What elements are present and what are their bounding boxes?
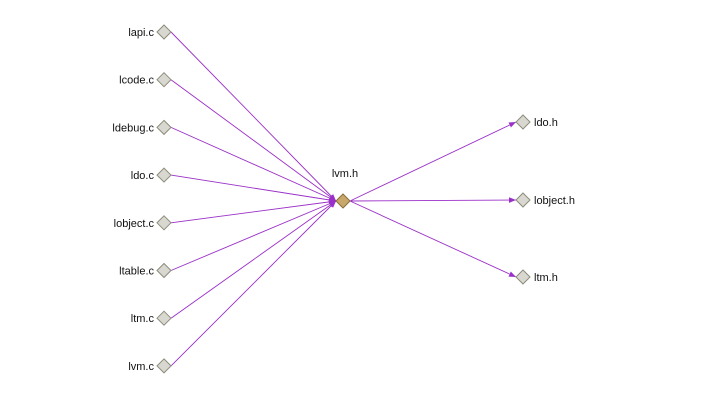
node-lvm-c[interactable]: lvm.c (128, 358, 172, 374)
node-ltm-h-label: ltm.h (534, 272, 558, 284)
node-lobject-h[interactable]: lobject.h (515, 192, 575, 208)
node-ltm-c-label: ltm.c (131, 313, 155, 325)
edge-lobject_c-to-lvm_h (170, 199, 337, 224)
node-focus-lvm-h[interactable]: lvm.h (332, 168, 358, 209)
node-ltable-c-diamond[interactable] (156, 262, 172, 279)
node-ldebug-c-label: ldebug.c (112, 122, 154, 134)
node-lapi-c-diamond[interactable] (156, 24, 172, 40)
node-lapi-c-label: lapi.c (128, 27, 154, 39)
node-lapi-c[interactable]: lapi.c (128, 24, 172, 40)
node-lobject-h-diamond[interactable] (515, 192, 531, 208)
edge-ltable_c-to-lvm_h (170, 200, 337, 271)
node-lobject-c-label: lobject.c (114, 218, 155, 230)
node-ltm-c-diamond[interactable] (156, 310, 172, 326)
nodes-layer: lapi.c lcode.c ldebug.c ldo.c lobject.c ltabl… (112, 24, 575, 374)
node-ltm-c[interactable]: ltm.c (131, 310, 172, 326)
node-ldebug-c[interactable]: ldebug.c (112, 119, 172, 136)
node-ldebug-c-diamond[interactable] (156, 119, 172, 136)
edge-lcode_c-to-lvm_h (170, 79, 337, 202)
edges-layer (170, 31, 517, 367)
node-ldo-h[interactable]: ldo.h (515, 114, 558, 130)
edge-lvm_h-to-ltm_h (349, 200, 517, 278)
node-ldo-h-label: ldo.h (534, 117, 558, 129)
node-ltm-h-diamond[interactable] (515, 269, 531, 285)
node-ltm-h[interactable]: ltm.h (515, 269, 558, 285)
edge-ltm_c-to-lvm_h (170, 200, 337, 319)
node-lcode-c[interactable]: lcode.c (119, 71, 172, 88)
node-focus-lvm-h-diamond[interactable] (335, 193, 351, 209)
node-lvm-c-label: lvm.c (128, 361, 154, 373)
edge-lvm_h-to-ldo_h (349, 121, 517, 202)
node-ltable-c[interactable]: ltable.c (119, 262, 172, 279)
node-lobject-c[interactable]: lobject.c (114, 215, 172, 231)
node-ldo-c-diamond[interactable] (156, 167, 172, 183)
edge-ldo_c-to-lvm_h (170, 174, 337, 203)
node-lobject-h-label: lobject.h (534, 195, 575, 207)
edge-ldebug_c-to-lvm_h (170, 126, 337, 202)
edge-lvm_c-to-lvm_h (170, 200, 337, 367)
node-lcode-c-label: lcode.c (119, 75, 154, 87)
node-ldo-h-diamond[interactable] (515, 114, 531, 130)
node-ltable-c-label: ltable.c (119, 266, 154, 278)
node-lcode-c-diamond[interactable] (156, 71, 172, 88)
node-ldo-c[interactable]: ldo.c (131, 167, 172, 183)
node-focus-lvm-h-label: lvm.h (332, 168, 358, 180)
edge-lapi_c-to-lvm_h (170, 31, 337, 202)
edge-lvm_h-to-lobject_h (349, 197, 517, 203)
node-lobject-c-diamond[interactable] (156, 215, 172, 231)
node-ldo-c-label: ldo.c (131, 170, 155, 182)
node-lvm-c-diamond[interactable] (156, 358, 172, 374)
